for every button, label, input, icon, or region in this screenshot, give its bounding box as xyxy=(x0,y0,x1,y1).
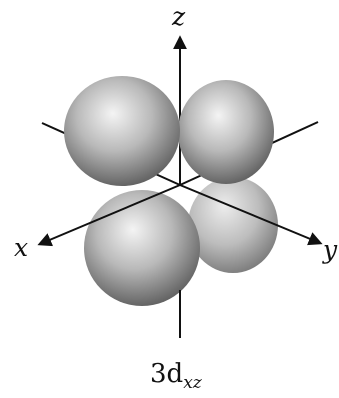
orbital-label-subscript: xz xyxy=(183,373,203,393)
lobe-upper-left xyxy=(64,76,180,186)
orbital-lobes xyxy=(64,76,278,306)
orbital-label: 3dxz xyxy=(150,359,203,393)
lobe-lower-front xyxy=(84,190,200,306)
lobe-back-right xyxy=(188,177,278,273)
orbital-label-main: 3d xyxy=(150,359,183,389)
lobe-upper-right xyxy=(178,80,274,184)
z-axis-label: z xyxy=(171,2,186,31)
x-axis-label: x xyxy=(14,233,28,262)
y-axis-label: y xyxy=(322,235,338,264)
